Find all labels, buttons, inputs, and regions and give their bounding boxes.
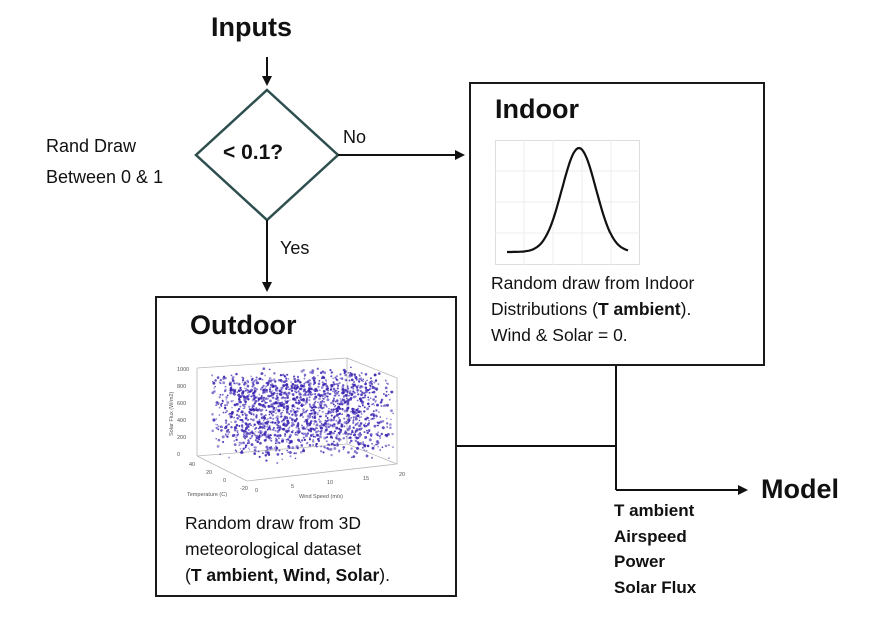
- indoor-title: Indoor: [495, 94, 579, 124]
- indoor-box: Indoor Random draw from Indoor Distribut…: [469, 82, 765, 366]
- x-tick-label: 40: [189, 462, 195, 468]
- decision-condition: < 0.1?: [223, 141, 284, 164]
- indoor-desc-line2-pre: Distributions (: [491, 299, 598, 319]
- z-tick-label: 600: [177, 401, 186, 407]
- y-axis-label: Wind Speed (m/s): [299, 494, 343, 500]
- outdoor-title: Outdoor: [190, 310, 297, 340]
- model-outputs-list: T ambient Airspeed Power Solar Flux: [614, 498, 696, 600]
- random-draw-label: Rand Draw Between 0 & 1: [46, 131, 163, 193]
- z-tick-label: 0: [177, 452, 180, 458]
- outdoor-description: Random draw from 3D meteorological datas…: [185, 510, 455, 588]
- z-tick-label: 400: [177, 418, 186, 424]
- x-tick-label: 0: [223, 478, 226, 484]
- output-power: Power: [614, 552, 666, 571]
- indoor-desc-line2: Distributions (T ambient).: [491, 296, 763, 322]
- model-title: Model: [761, 474, 839, 504]
- indoor-distribution-plot: [495, 140, 640, 265]
- bell-curve: [507, 147, 629, 254]
- outdoor-desc-line3-post: ).: [379, 565, 390, 585]
- y-tick-label: 5: [291, 484, 294, 490]
- inputs-title: Inputs: [211, 12, 292, 42]
- indoor-desc-line2-bold: T ambient: [597, 299, 681, 319]
- outdoor-desc-line1: Random draw from 3D: [185, 513, 362, 533]
- z-tick-label: 200: [177, 435, 186, 441]
- y-tick-label: 10: [327, 480, 333, 486]
- random-draw-label-line2: Between 0 & 1: [46, 167, 164, 187]
- y-tick-label: 15: [363, 476, 369, 482]
- outdoor-desc-line3: (T ambient, Wind, Solar).: [185, 562, 455, 588]
- indoor-desc-line1: Random draw from Indoor: [491, 273, 695, 293]
- y-tick-label: 0: [255, 488, 258, 494]
- y-tick-label: 20: [399, 472, 405, 478]
- yes-label: Yes: [280, 238, 310, 258]
- indoor-desc-line2-post: ).: [680, 299, 692, 319]
- random-draw-label-line1: Rand Draw: [46, 136, 137, 156]
- outdoor-desc-line3-pre: (: [185, 565, 191, 585]
- outdoor-desc-line2: meteorological dataset: [185, 539, 362, 559]
- indoor-description: Random draw from Indoor Distributions (T…: [491, 270, 763, 348]
- x-axis-label: Temperature (C): [187, 492, 227, 498]
- output-solar-flux: Solar Flux: [614, 577, 697, 597]
- no-label: No: [343, 127, 367, 147]
- x-tick-label: -20: [240, 486, 248, 492]
- output-t-ambient: T ambient: [614, 501, 695, 520]
- z-tick-label: 1000: [177, 367, 189, 373]
- z-axis-label: Solar Flux (W/m2): [169, 392, 175, 436]
- outdoor-desc-line3-bold: T ambient, Wind, Solar: [190, 565, 380, 585]
- indoor-desc-line3: Wind & Solar = 0.: [491, 325, 628, 345]
- x-tick-label: 20: [206, 470, 212, 476]
- z-tick-label: 800: [177, 384, 186, 390]
- output-airspeed: Airspeed: [614, 526, 687, 546]
